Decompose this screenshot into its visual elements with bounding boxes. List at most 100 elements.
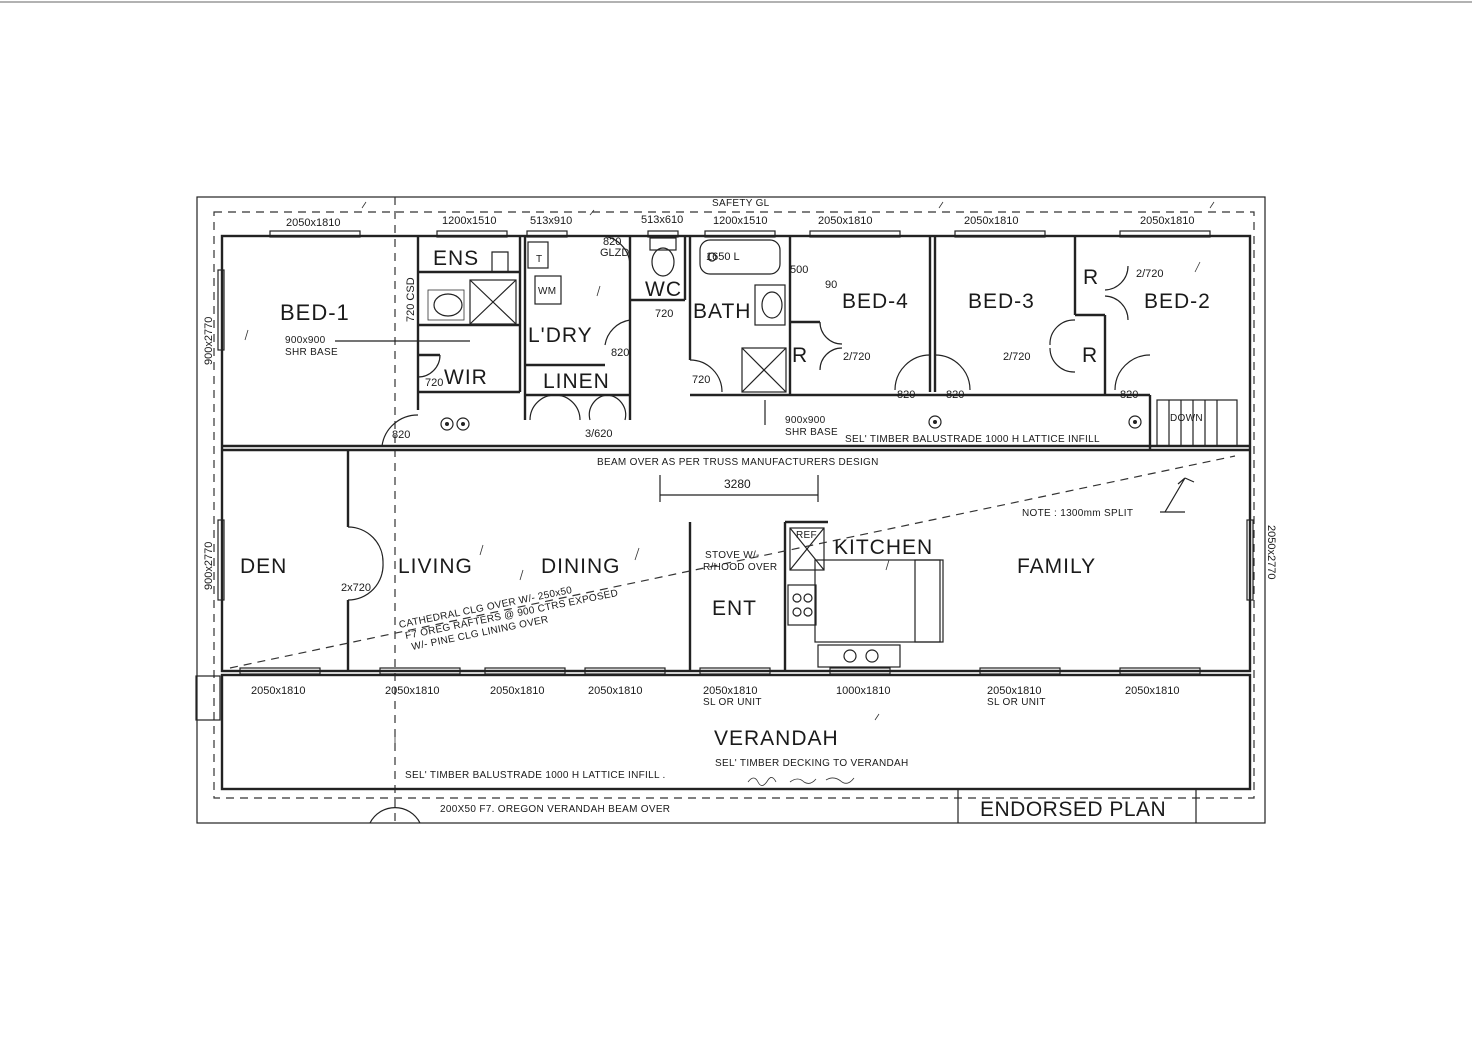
bath-size-label: 1650 L	[706, 251, 740, 263]
room-label-living: LIVING	[398, 555, 473, 578]
cathedral-ceiling-note: CATHEDRAL CLG OVER W/- 250x50 F7 OREG RA…	[398, 585, 619, 653]
window-label-top: 1200x1510	[713, 215, 767, 227]
room-label-robe: R	[1082, 344, 1098, 367]
smoke-detectors	[440, 415, 1142, 431]
window-label-bottom: 2050x1810	[1125, 685, 1179, 697]
room-label-kitchen: KITCHEN	[834, 536, 933, 559]
west-window-lower	[217, 519, 225, 601]
window-label-bottom: 2050x1810	[385, 685, 439, 697]
beam-note: BEAM OVER AS PER TRUSS MANUFACTURERS DES…	[597, 457, 879, 468]
beam-span-dimension	[659, 475, 819, 502]
door-label: 2x720	[341, 582, 371, 594]
door-label: 820	[946, 389, 964, 401]
door-swings	[347, 235, 1151, 601]
window-label-bottom: 2050x1810	[490, 685, 544, 697]
verandah-step	[195, 675, 221, 721]
room-label-robe: R	[792, 344, 808, 367]
roof-overhang-line	[213, 211, 1255, 799]
room-label-verandah: VERANDAH	[714, 727, 839, 750]
drawing-frame	[196, 196, 1266, 824]
door-label: 720	[692, 374, 710, 386]
window-label-bottom: 2050x1810	[703, 685, 757, 697]
internal-walls-north	[416, 236, 1152, 450]
window-label-top: 513x610	[641, 214, 683, 226]
endorsed-plan-stamp: ENDORSED PLAN	[980, 798, 1166, 821]
room-label-bed2: BED-2	[1144, 290, 1211, 313]
room-label-bed4: BED-4	[842, 290, 909, 313]
door-label: 500	[790, 264, 808, 276]
internal-walls-south	[346, 450, 944, 671]
door-label: 820	[392, 429, 410, 441]
east-window-lower	[1246, 519, 1254, 601]
door-label: GLZD	[600, 247, 629, 259]
top-wall-windows	[269, 230, 1211, 238]
room-label-entry: ENT	[712, 597, 757, 620]
room-label-family: FAMILY	[1017, 555, 1096, 578]
reference-ticks	[244, 201, 1215, 745]
window-label-bottom: 2050x1810	[588, 685, 642, 697]
room-label-linen: LINEN	[543, 370, 610, 393]
window-label-top: 2050x1810	[818, 215, 872, 227]
room-label-robe: R	[1083, 266, 1099, 289]
decking-note: SEL' TIMBER DECKING TO VERANDAH	[715, 758, 908, 769]
shower-base-note: SHR BASE	[785, 427, 838, 438]
door-label: 820	[603, 236, 621, 248]
balustrade-note-top: SEL' TIMBER BALUSTRADE 1000 H LATTICE IN…	[845, 434, 1100, 445]
door-label: 720	[655, 308, 673, 320]
cathedral-split-line	[229, 455, 1236, 669]
kitchen-bench	[814, 559, 941, 643]
wc-fixture	[649, 237, 677, 277]
room-label-laundry: L'DRY	[528, 324, 593, 347]
door-label: 720 CSD	[405, 277, 417, 322]
laundry-fixtures	[527, 241, 562, 305]
door-label: 820	[611, 347, 629, 359]
room-label-ensuite: ENS	[433, 247, 479, 270]
toilet-label: T	[536, 254, 542, 265]
window-label-top: 2050x1810	[286, 217, 340, 229]
window-label-top: 2050x1810	[1140, 215, 1194, 227]
room-label-den: DEN	[240, 555, 287, 578]
stove-note: STOVE W/-	[705, 550, 760, 561]
kitchen-sink	[817, 644, 901, 668]
window-note-bottom: SL OR UNIT	[703, 697, 762, 708]
window-label-top: 513x910	[530, 215, 572, 227]
shower-base-note: 900x900	[285, 335, 326, 346]
door-label: 2/720	[1003, 351, 1031, 363]
window-label-side: 2050x2770	[1265, 525, 1277, 579]
verandah-beam-note: 200X50 F7. OREGON VERANDAH BEAM OVER	[440, 804, 670, 815]
balustrade-note-bottom: SEL' TIMBER BALUSTRADE 1000 H LATTICE IN…	[405, 770, 666, 781]
fridge-label: REF	[796, 530, 817, 541]
shower-base-note: SHR BASE	[285, 347, 338, 358]
stove	[787, 584, 817, 626]
split-note: NOTE : 1300mm SPLIT	[1022, 508, 1133, 519]
window-label-bottom: 2050x1810	[987, 685, 1041, 697]
window-label-top: 1200x1510	[442, 215, 496, 227]
window-label-top: 2050x1810	[964, 215, 1018, 227]
window-label-bottom: 2050x1810	[251, 685, 305, 697]
verandah-outline	[220, 673, 1252, 791]
split-arrow	[1164, 477, 1195, 513]
room-label-bath: BATH	[693, 300, 751, 323]
stove-note: R/HOOD OVER	[703, 562, 777, 573]
fridge	[789, 527, 825, 571]
window-label-bottom: 1000x1810	[836, 685, 890, 697]
stairs	[1156, 399, 1238, 447]
room-label-dining: DINING	[541, 555, 621, 578]
west-window-upper	[217, 269, 225, 351]
door-label: 820	[897, 389, 915, 401]
room-label-wc: WC	[645, 278, 682, 301]
window-label-side: 900x2770	[203, 542, 215, 590]
stairs-down-label: DOWN	[1170, 413, 1203, 424]
room-label-bed3: BED-3	[968, 290, 1035, 313]
grid-marker	[369, 807, 421, 824]
ensuite-fixtures	[427, 251, 517, 325]
shower-base-note: 900x900	[785, 415, 826, 426]
window-label-side: 900x2770	[203, 317, 215, 365]
window-note-bottom: SL OR UNIT	[987, 697, 1046, 708]
room-label-wir: WIR	[444, 366, 488, 389]
beam-span-label: 3280	[724, 477, 751, 491]
door-label: 90	[825, 279, 837, 291]
door-label: 2/720	[1136, 268, 1164, 280]
door-label: 2/720	[843, 351, 871, 363]
